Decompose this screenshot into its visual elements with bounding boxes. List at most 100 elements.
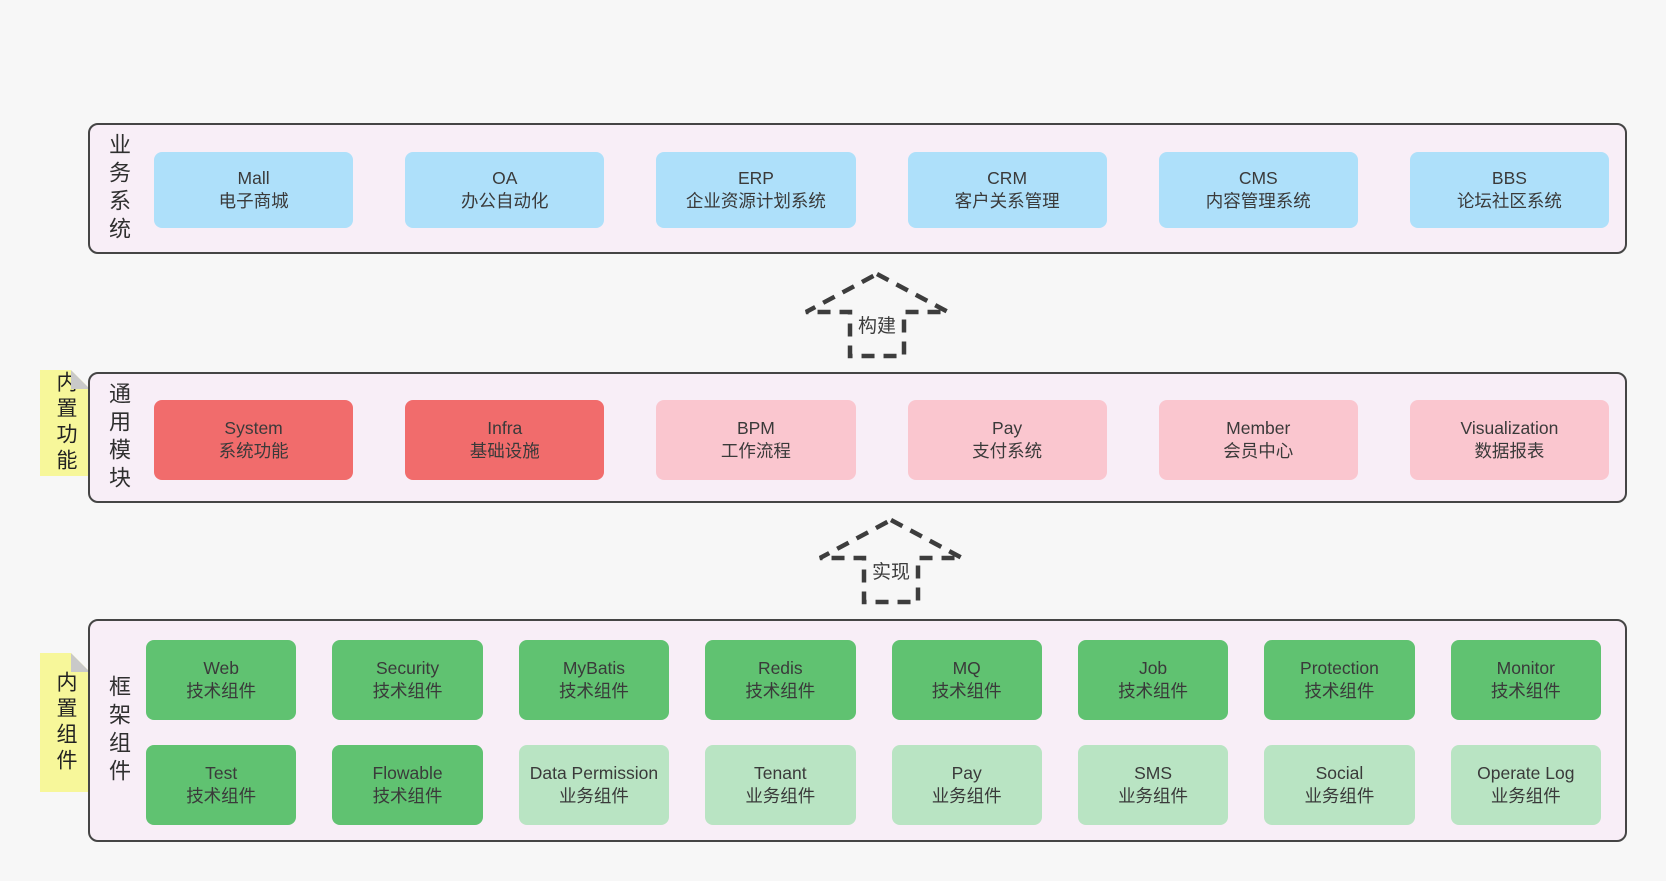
box-web: Web 技术组件 <box>146 640 297 720</box>
box-pay: Pay 支付系统 <box>907 400 1107 480</box>
box-subtitle: 业务组件 <box>1490 786 1561 806</box>
box-name: Redis <box>757 658 803 678</box>
box-bbs: BBS 论坛社区系统 <box>1409 152 1610 228</box>
box-subtitle: 技术组件 <box>558 681 629 701</box>
box-name: Operate Log <box>1477 763 1575 783</box>
box-name: BBS <box>1491 168 1527 188</box>
box-pay-business: Pay 业务组件 <box>891 745 1042 825</box>
box-name: CRM <box>987 168 1028 188</box>
box-subtitle: 技术组件 <box>1304 681 1375 701</box>
box-subtitle: 系统功能 <box>218 441 289 461</box>
box-crm: CRM 客户关系管理 <box>907 152 1107 228</box>
box-name: ERP <box>737 168 774 188</box>
box-subtitle: 工作流程 <box>720 441 791 461</box>
box-mybatis: MyBatis 技术组件 <box>518 640 670 720</box>
implement-arrow-up-icon: 实现 <box>818 517 964 605</box>
box-name: System <box>224 418 283 438</box>
box-name: CMS <box>1238 168 1278 188</box>
box-oa: OA 办公自动化 <box>405 152 605 228</box>
box-subtitle: 技术组件 <box>931 681 1002 701</box>
box-name: OA <box>492 168 518 188</box>
box-redis: Redis 技术组件 <box>705 640 856 720</box>
box-subtitle: 客户关系管理 <box>954 191 1060 211</box>
box-subtitle: 办公自动化 <box>461 191 549 211</box>
built-in-components-tab: 内置组件 <box>40 653 90 792</box>
framework-components-row-2: Test 技术组件 Flowable 技术组件 Data Permission … <box>146 745 1601 825</box>
box-subtitle: 电子商城 <box>218 191 289 211</box>
box-visualization: Visualization 数据报表 <box>1409 400 1610 480</box>
box-name: MQ <box>952 658 981 678</box>
box-name: Visualization <box>1460 418 1559 438</box>
box-mall: Mall 电子商城 <box>154 152 354 228</box>
box-erp: ERP 企业资源计划系统 <box>656 152 856 228</box>
box-subtitle: 论坛社区系统 <box>1456 191 1562 211</box>
box-subtitle: 会员中心 <box>1223 441 1294 461</box>
box-name: Member <box>1226 418 1291 438</box>
common-modules-row: System 系统功能 Infra 基础设施 BPM 工作流程 Pay 支付系统… <box>154 400 1610 480</box>
box-name: MyBatis <box>562 658 626 678</box>
box-name: BPM <box>736 418 775 438</box>
box-social: Social 业务组件 <box>1264 745 1415 825</box>
box-name: Infra <box>487 418 523 438</box>
box-job: Job 技术组件 <box>1077 640 1229 720</box>
box-name: Pay <box>992 418 1023 438</box>
box-flowable: Flowable 技术组件 <box>332 745 483 825</box>
box-protection: Protection 技术组件 <box>1264 640 1415 720</box>
implement-arrow-label: 实现 <box>872 561 910 583</box>
box-subtitle: 业务组件 <box>1304 786 1375 806</box>
box-name: Protection <box>1300 658 1379 678</box>
build-arrow-label: 构建 <box>858 315 896 337</box>
box-subtitle: 企业资源计划系统 <box>685 191 826 211</box>
box-subtitle: 技术组件 <box>1490 681 1561 701</box>
box-subtitle: 技术组件 <box>186 681 257 701</box>
box-sms: SMS 业务组件 <box>1077 745 1229 825</box>
box-cms: CMS 内容管理系统 <box>1158 152 1358 228</box>
box-subtitle: 支付系统 <box>972 441 1043 461</box>
box-subtitle: 业务组件 <box>558 786 629 806</box>
box-name: Tenant <box>754 763 807 783</box>
framework-components-row-1: Web 技术组件 Security 技术组件 MyBatis 技术组件 Redi… <box>146 640 1601 720</box>
business-systems-row: Mall 电子商城 OA 办公自动化 ERP 企业资源计划系统 CRM 客户关系… <box>154 152 1610 228</box>
framework-components-panel: 框架组件 Web 技术组件 Security 技术组件 MyBatis 技术组件… <box>88 619 1627 842</box>
box-name: Web <box>203 658 240 678</box>
box-security: Security 技术组件 <box>332 640 483 720</box>
box-name: Flowable <box>372 763 443 783</box>
box-subtitle: 技术组件 <box>186 786 257 806</box>
box-name: Social <box>1315 763 1364 783</box>
box-name: Security <box>375 658 440 678</box>
box-tenant: Tenant 业务组件 <box>705 745 856 825</box>
box-name: Test <box>205 763 238 783</box>
box-name: Job <box>1138 658 1168 678</box>
business-systems-label: 业务系统 <box>106 132 131 245</box>
box-subtitle: 数据报表 <box>1474 441 1545 461</box>
box-subtitle: 业务组件 <box>1118 786 1189 806</box>
box-data-permission: Data Permission 业务组件 <box>518 745 670 825</box>
built-in-components-label: 内置组件 <box>54 670 77 775</box>
box-subtitle: 业务组件 <box>931 786 1002 806</box>
common-modules-panel: 通用模块 System 系统功能 Infra 基础设施 BPM 工作流程 Pay… <box>88 372 1627 503</box>
build-arrow-up-icon: 构建 <box>804 271 950 359</box>
box-system: System 系统功能 <box>154 400 354 480</box>
box-name: SMS <box>1134 763 1173 783</box>
box-monitor: Monitor 技术组件 <box>1450 640 1601 720</box>
box-operate-log: Operate Log 业务组件 <box>1450 745 1601 825</box>
box-subtitle: 技术组件 <box>745 681 816 701</box>
box-name: Monitor <box>1496 658 1555 678</box>
built-in-functions-tab: 内置功能 <box>40 370 90 476</box>
framework-components-label: 框架组件 <box>106 674 131 787</box>
common-modules-label: 通用模块 <box>106 381 131 494</box>
built-in-functions-label: 内置功能 <box>54 371 77 475</box>
box-subtitle: 业务组件 <box>745 786 816 806</box>
box-infra: Infra 基础设施 <box>405 400 605 480</box>
box-subtitle: 技术组件 <box>372 681 443 701</box>
box-subtitle: 技术组件 <box>1118 681 1189 701</box>
box-name: Pay <box>951 763 982 783</box>
box-bpm: BPM 工作流程 <box>656 400 856 480</box>
business-systems-panel: 业务系统 Mall 电子商城 OA 办公自动化 ERP 企业资源计划系统 CRM… <box>88 123 1627 254</box>
box-name: Mall <box>237 168 270 188</box>
box-name: Data Permission <box>529 763 659 783</box>
box-subtitle: 基础设施 <box>469 441 540 461</box>
box-test: Test 技术组件 <box>146 745 297 825</box>
box-mq: MQ 技术组件 <box>891 640 1042 720</box>
